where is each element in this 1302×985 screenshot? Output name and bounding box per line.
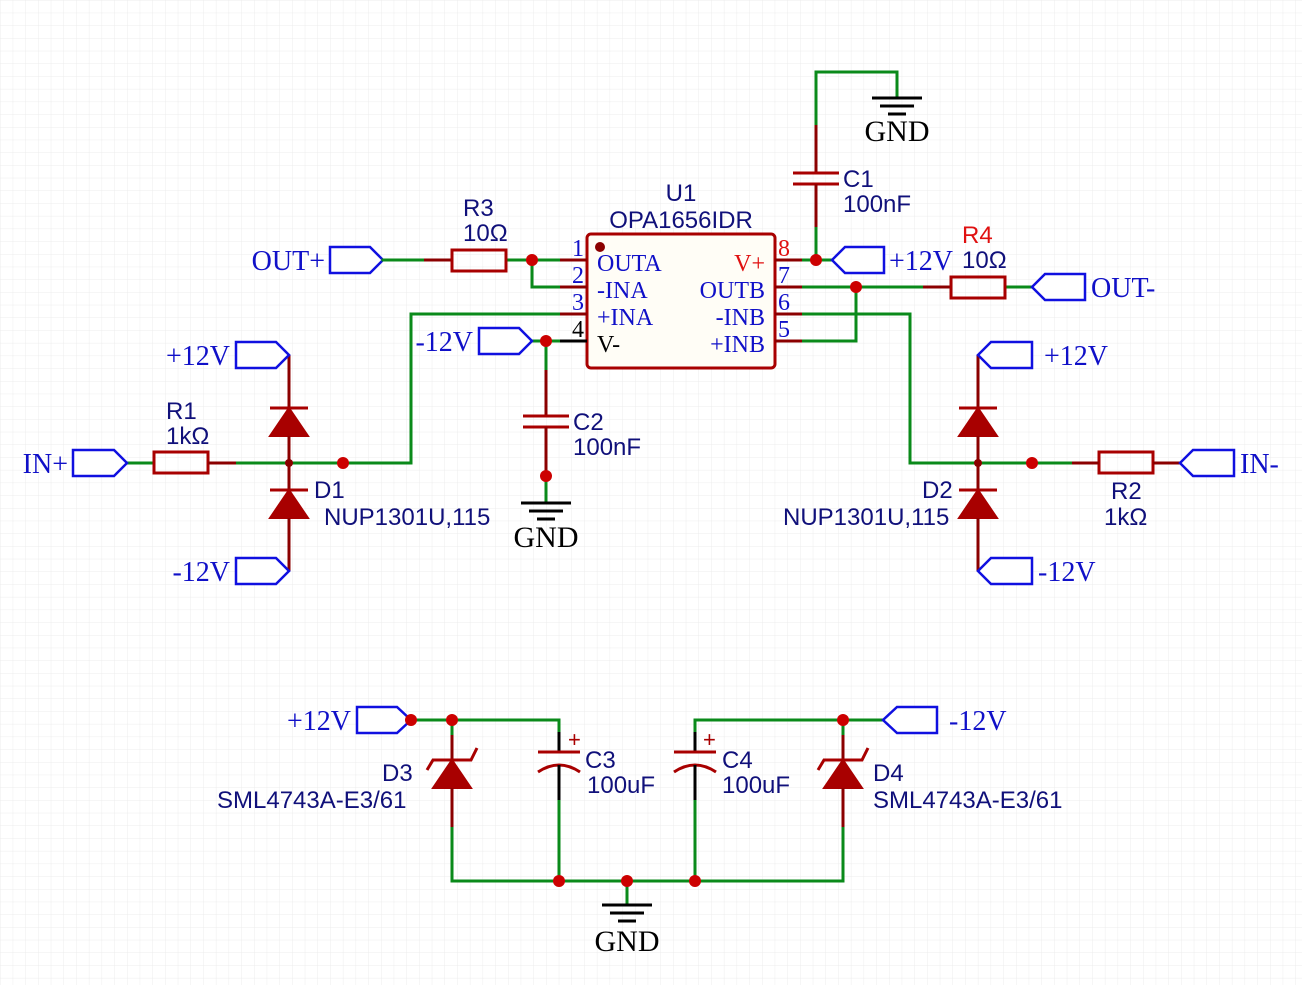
in-plus-label: IN+ — [23, 449, 68, 480]
net-port-out-minus[interactable]: OUT- — [1030, 272, 1155, 304]
out-minus-label: OUT- — [1091, 273, 1155, 304]
d1-diode-array[interactable]: D1 NUP1301U,115 — [268, 355, 490, 571]
u1-pin7-name: OUTB — [700, 278, 765, 304]
r3-ref: R3 — [463, 195, 494, 222]
d1-value: NUP1301U,115 — [324, 504, 490, 531]
r4-ref: R4 — [962, 222, 993, 249]
gnd-symbol-c2: GND — [514, 501, 579, 554]
d2-value: NUP1301U,115 — [783, 504, 949, 531]
pos12-label-d2: +12V — [1044, 341, 1108, 372]
r4-resistor[interactable]: R4 10Ω — [923, 222, 1007, 300]
net-port-out-plus[interactable]: OUT+ — [252, 245, 388, 277]
r1-ref: R1 — [166, 398, 197, 425]
c1-capacitor[interactable]: C1 100nF — [793, 125, 911, 227]
c3-ref: C3 — [585, 747, 616, 774]
pin1-marker — [595, 242, 605, 252]
u1-ref: U1 — [666, 180, 697, 207]
c1-value: 100nF — [843, 191, 911, 218]
in-minus-label: IN- — [1240, 449, 1279, 480]
r2-value: 1kΩ — [1104, 504, 1147, 531]
u1-pin5-name: +INB — [710, 332, 765, 358]
c4-capacitor[interactable]: + C4 100uF — [673, 727, 790, 800]
c2-capacitor[interactable]: C2 100nF — [523, 370, 641, 472]
d4-zener[interactable]: D4 SML4743A-E3/61 — [816, 735, 1062, 827]
net-port-in-minus[interactable]: IN- — [1178, 448, 1279, 480]
net-port-pos12-u1[interactable]: +12V — [830, 245, 953, 277]
out-plus-label: OUT+ — [252, 246, 325, 277]
net-port-neg12-d2[interactable]: -12V — [976, 556, 1096, 588]
d3-ref: D3 — [382, 760, 413, 787]
wires — [125, 70, 1074, 907]
net-port-neg12-u1[interactable]: -12V — [415, 326, 534, 358]
r1-value: 1kΩ — [166, 423, 209, 450]
c1-ref: C1 — [843, 166, 874, 193]
r4-value: 10Ω — [962, 247, 1007, 274]
net-port-pos12-bottom[interactable]: +12V — [287, 705, 413, 737]
r3-value: 10Ω — [463, 220, 508, 247]
c4-value: 100uF — [722, 772, 790, 799]
u1-pin6-num: 6 — [778, 290, 790, 316]
neg12-label-d1: -12V — [172, 557, 230, 588]
c2-value: 100nF — [573, 434, 641, 461]
neg12-label-bottom: -12V — [949, 706, 1007, 737]
u1-pin4-num: 4 — [572, 317, 584, 343]
gnd-symbol-bottom: GND — [595, 903, 660, 958]
d4-value: SML4743A-E3/61 — [873, 787, 1062, 814]
c4-plus: + — [703, 727, 716, 752]
neg12-label-u1: -12V — [415, 327, 473, 358]
c2-ref: C2 — [573, 409, 604, 436]
r2-resistor[interactable]: R2 1kΩ — [1072, 450, 1180, 531]
u1-pin5-num: 5 — [778, 317, 790, 343]
r3-resistor[interactable]: R3 10Ω — [424, 195, 508, 273]
u1-pin3-name: +INA — [597, 305, 654, 331]
u1-pin8-name: V+ — [734, 251, 765, 277]
u1-pin2-num: 2 — [572, 263, 584, 289]
gnd-label-c2: GND — [514, 521, 579, 554]
pos12-label-u1: +12V — [889, 246, 953, 277]
net-port-in-plus[interactable]: IN+ — [23, 448, 129, 480]
net-port-pos12-d2[interactable]: +12V — [976, 340, 1108, 372]
d3-value: SML4743A-E3/61 — [217, 787, 406, 814]
u1-pin6-name: -INB — [716, 305, 765, 331]
u1-body — [585, 232, 777, 370]
d2-diode-array[interactable]: D2 NUP1301U,115 — [783, 355, 999, 571]
u1-opamp[interactable]: U1 OPA1656IDR 1 2 3 4 OUTA -INA +INA V- … — [560, 180, 802, 370]
u1-pin3-num: 3 — [572, 290, 584, 316]
d1-ref: D1 — [314, 477, 345, 504]
u1-value: OPA1656IDR — [609, 207, 753, 234]
gnd-symbol-top: GND — [865, 96, 930, 148]
c3-value: 100uF — [587, 772, 655, 799]
d3-zener[interactable]: D3 SML4743A-E3/61 — [217, 735, 479, 827]
u1-pin4-name: V- — [597, 332, 620, 358]
c3-plus: + — [568, 727, 581, 752]
u1-pin8-num: 8 — [778, 236, 790, 262]
u1-pin7-num: 7 — [778, 263, 790, 289]
c3-capacitor[interactable]: + C3 100uF — [537, 727, 655, 800]
d2-ref: D2 — [922, 477, 953, 504]
r1-resistor[interactable]: R1 1kΩ — [152, 398, 236, 475]
junctions — [285, 254, 1038, 887]
c4-ref: C4 — [722, 747, 753, 774]
pos12-label-d1: +12V — [166, 341, 230, 372]
gnd-label-top: GND — [865, 115, 930, 148]
u1-pin2-name: -INA — [597, 278, 648, 304]
net-port-pos12-d1[interactable]: +12V — [166, 340, 291, 372]
u1-pin1-num: 1 — [572, 236, 584, 262]
pos12-label-bottom: +12V — [287, 706, 351, 737]
r2-ref: R2 — [1111, 478, 1142, 505]
neg12-label-d2: -12V — [1038, 557, 1096, 588]
net-port-neg12-bottom[interactable]: -12V — [881, 705, 1007, 737]
gnd-label-bottom: GND — [595, 925, 660, 958]
net-port-neg12-d1[interactable]: -12V — [172, 556, 291, 588]
u1-pin1-name: OUTA — [597, 251, 662, 277]
d4-ref: D4 — [873, 760, 904, 787]
